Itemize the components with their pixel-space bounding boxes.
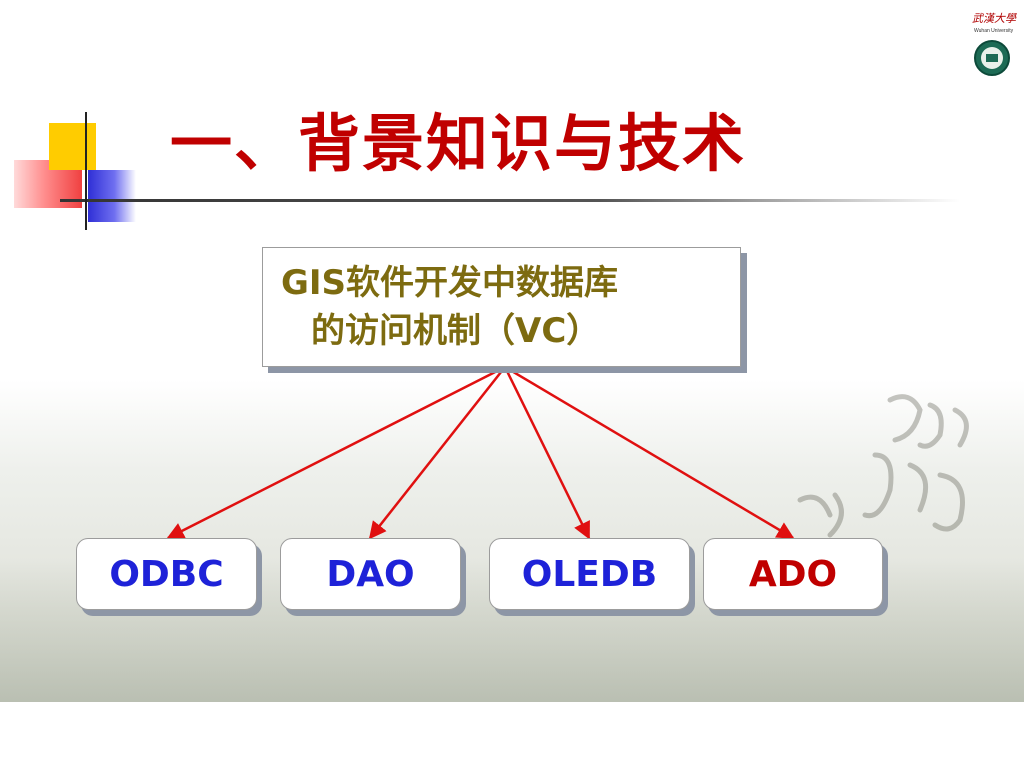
svg-text:Wuhan University: Wuhan University xyxy=(974,28,1014,34)
decoration-vertical-line xyxy=(85,112,87,230)
node-oledb-label: OLEDB xyxy=(521,553,658,595)
node-dao: DAO xyxy=(280,538,461,610)
root-node-line-1: GIS软件开发中数据库 xyxy=(281,263,619,303)
svg-text:武漢大學: 武漢大學 xyxy=(972,12,1017,25)
background-bottom-band xyxy=(0,702,1024,768)
arrow-to-oledb xyxy=(503,366,591,540)
root-node-line-2: 的访问机制（VC） xyxy=(311,311,601,351)
arrow-to-dao xyxy=(368,366,506,540)
root-node-gis-db-access: GIS软件开发中数据库 的访问机制（VC） xyxy=(262,247,741,367)
node-oledb: OLEDB xyxy=(489,538,690,610)
university-logo: 武漢大學 Wuhan University xyxy=(960,6,1020,78)
wuhan-university-seal-icon: 武漢大學 Wuhan University xyxy=(972,12,1017,76)
arrow-to-odbc xyxy=(166,365,506,540)
slide-title: 一、背景知识与技术 xyxy=(170,107,747,180)
node-odbc-label: ODBC xyxy=(109,553,224,595)
arrow-to-ado xyxy=(504,365,795,540)
node-ado: ADO xyxy=(703,538,883,610)
calligraphy-watermark xyxy=(797,394,969,538)
title-underline xyxy=(60,199,960,202)
node-ado-label: ADO xyxy=(748,553,838,595)
node-dao-label: DAO xyxy=(326,553,415,595)
decoration-blue-square xyxy=(88,170,136,222)
node-odbc: ODBC xyxy=(76,538,257,610)
decoration-yellow-square xyxy=(49,123,96,170)
